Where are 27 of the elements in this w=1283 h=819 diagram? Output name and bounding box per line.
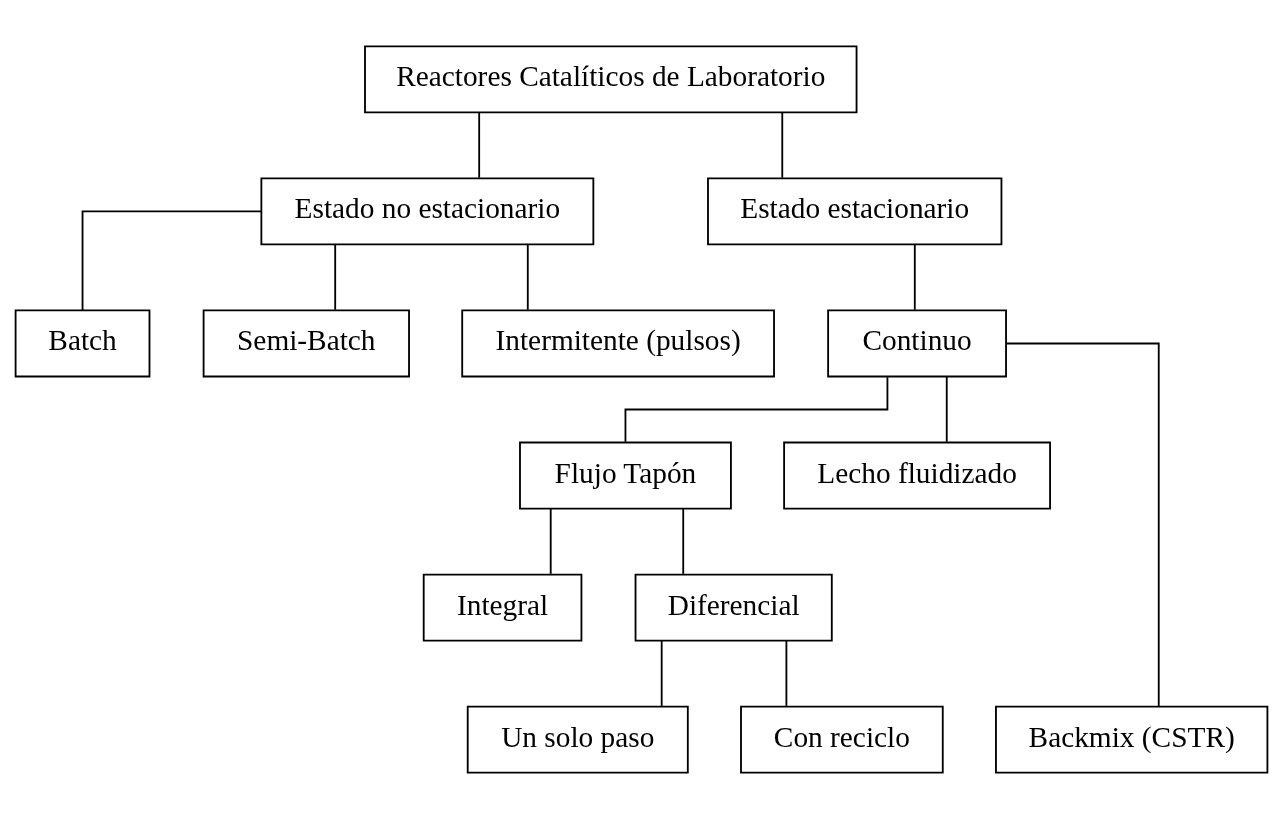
node-box: Reactores Catalíticos de Laboratorio	[364, 45, 858, 114]
connector	[945, 375, 948, 443]
node-box: Diferencial	[634, 573, 833, 642]
node-box: Semi-Batch	[202, 309, 410, 378]
connector	[781, 111, 784, 179]
connector	[913, 243, 916, 311]
node-box: Un solo paso	[466, 705, 689, 774]
connector	[785, 640, 788, 707]
node-box: Batch	[14, 309, 151, 378]
connector	[478, 111, 481, 179]
node-box: Continuo	[827, 309, 1007, 378]
node-box: Flujo Tapón	[519, 441, 732, 510]
connector	[549, 507, 552, 575]
connector	[660, 640, 663, 707]
connector	[682, 507, 685, 575]
node-box: Lecho fluidizado	[783, 441, 1051, 510]
node-box: Integral	[422, 573, 583, 642]
connector	[526, 243, 529, 311]
node-box: Estado estacionario	[707, 177, 1003, 246]
connector	[624, 376, 889, 443]
connector	[81, 210, 262, 312]
connector	[334, 243, 337, 311]
node-box: Con reciclo	[740, 705, 944, 774]
node-box: Estado no estacionario	[260, 177, 595, 246]
node-box: Intermitente (pulsos)	[461, 309, 775, 378]
connector	[1005, 342, 1160, 708]
node-box: Backmix (CSTR)	[995, 705, 1269, 774]
